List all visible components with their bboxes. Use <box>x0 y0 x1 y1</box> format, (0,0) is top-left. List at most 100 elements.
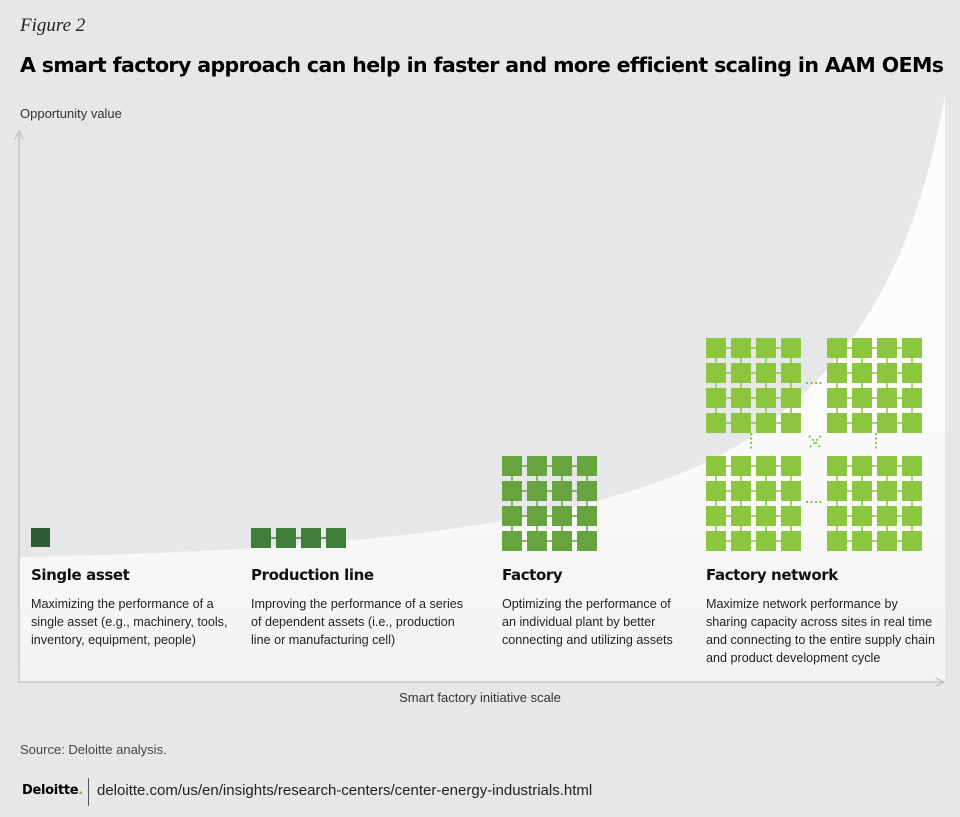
network-factory-block <box>781 338 801 358</box>
network-factory-block <box>827 338 847 358</box>
network-factory-block <box>781 531 801 551</box>
network-factory-block <box>756 481 776 501</box>
network-factory-block <box>756 363 776 383</box>
deloitte-logo: Deloitte. <box>22 783 83 798</box>
network-factory-block <box>781 506 801 526</box>
network-factory-block <box>852 506 872 526</box>
stage-title-production-line: Production line <box>251 566 374 584</box>
factory-block <box>552 481 572 501</box>
network-factory-block <box>731 506 751 526</box>
network-factory-block <box>877 338 897 358</box>
stage-title-factory-network: Factory network <box>706 566 838 584</box>
network-factory-block <box>756 531 776 551</box>
factory-block <box>577 481 597 501</box>
network-factory-block <box>902 388 922 408</box>
network-factory-block <box>731 338 751 358</box>
factory-block <box>552 456 572 476</box>
production-line-block <box>326 528 346 548</box>
network-factory-block <box>827 506 847 526</box>
source-note: Source: Deloitte analysis. <box>20 742 167 757</box>
figure-title: A smart factory approach can help in fas… <box>20 53 944 77</box>
opportunity-curve-area <box>19 95 945 682</box>
x-axis-label: Smart factory initiative scale <box>399 690 561 705</box>
network-factory-block <box>852 456 872 476</box>
network-dotted-link <box>808 435 822 449</box>
factory-block <box>552 506 572 526</box>
network-factory-block <box>756 388 776 408</box>
network-factory-block <box>852 338 872 358</box>
network-factory-block <box>756 413 776 433</box>
footer-url: deloitte.com/us/en/insights/research-cen… <box>97 782 593 799</box>
network-dotted-link <box>808 435 822 449</box>
network-factory-block <box>902 363 922 383</box>
production-line-block <box>301 528 321 548</box>
factory-block <box>577 456 597 476</box>
factory-block <box>552 531 572 551</box>
factory-block <box>527 531 547 551</box>
network-factory-block <box>781 481 801 501</box>
factory-block <box>502 506 522 526</box>
network-factory-block <box>902 506 922 526</box>
stage-desc-factory: Optimizing the performance of an individ… <box>502 597 673 647</box>
network-factory-block <box>902 413 922 433</box>
network-factory-block <box>706 506 726 526</box>
network-factory-block <box>706 531 726 551</box>
network-factory-block <box>706 481 726 501</box>
factory-block <box>502 531 522 551</box>
network-factory-block <box>756 456 776 476</box>
network-factory-block <box>706 456 726 476</box>
network-factory-block <box>852 363 872 383</box>
network-factory-block <box>877 456 897 476</box>
network-factory-block <box>731 413 751 433</box>
network-factory-block <box>877 481 897 501</box>
network-factory-block <box>827 388 847 408</box>
network-factory-block <box>731 363 751 383</box>
stage-title-single-asset: Single asset <box>31 566 130 584</box>
network-factory-block <box>781 413 801 433</box>
network-factory-block <box>902 481 922 501</box>
network-factory-block <box>706 388 726 408</box>
network-factory-block <box>756 338 776 358</box>
network-factory-block <box>902 456 922 476</box>
network-factory-block <box>827 363 847 383</box>
network-factory-block <box>827 531 847 551</box>
network-factory-block <box>902 338 922 358</box>
brand-name: Deloitte <box>22 783 79 798</box>
network-factory-block <box>731 388 751 408</box>
network-factory-block <box>877 506 897 526</box>
network-factory-block <box>781 388 801 408</box>
network-factory-block <box>827 481 847 501</box>
network-factory-block <box>756 506 776 526</box>
network-factory-block <box>877 388 897 408</box>
stage-title-factory: Factory <box>502 566 563 584</box>
network-factory-block <box>706 338 726 358</box>
network-factory-block <box>877 413 897 433</box>
network-factory-block <box>877 531 897 551</box>
network-factory-block <box>731 456 751 476</box>
figure-label: Figure 2 <box>20 15 86 36</box>
production-line-block <box>251 528 271 548</box>
network-factory-block <box>827 456 847 476</box>
network-factory-block <box>706 363 726 383</box>
footer-divider <box>88 778 89 806</box>
y-axis-label: Opportunity value <box>20 106 122 121</box>
network-factory-block <box>852 531 872 551</box>
network-factory-block <box>852 481 872 501</box>
network-factory-block <box>731 531 751 551</box>
network-factory-block <box>781 456 801 476</box>
production-line-block <box>276 528 296 548</box>
single-asset-block <box>31 528 50 547</box>
factory-block <box>502 481 522 501</box>
stage-desc-single-asset: Maximizing the performance of a single a… <box>31 597 228 647</box>
stage-desc-production-line: Improving the performance of a series of… <box>251 597 464 647</box>
factory-block <box>577 506 597 526</box>
network-factory-block <box>877 363 897 383</box>
factory-block <box>502 456 522 476</box>
network-factory-block <box>852 388 872 408</box>
y-axis-arrowhead <box>14 129 24 140</box>
network-factory-block <box>902 531 922 551</box>
factory-block <box>527 456 547 476</box>
network-factory-block <box>731 481 751 501</box>
network-factory-block <box>781 363 801 383</box>
